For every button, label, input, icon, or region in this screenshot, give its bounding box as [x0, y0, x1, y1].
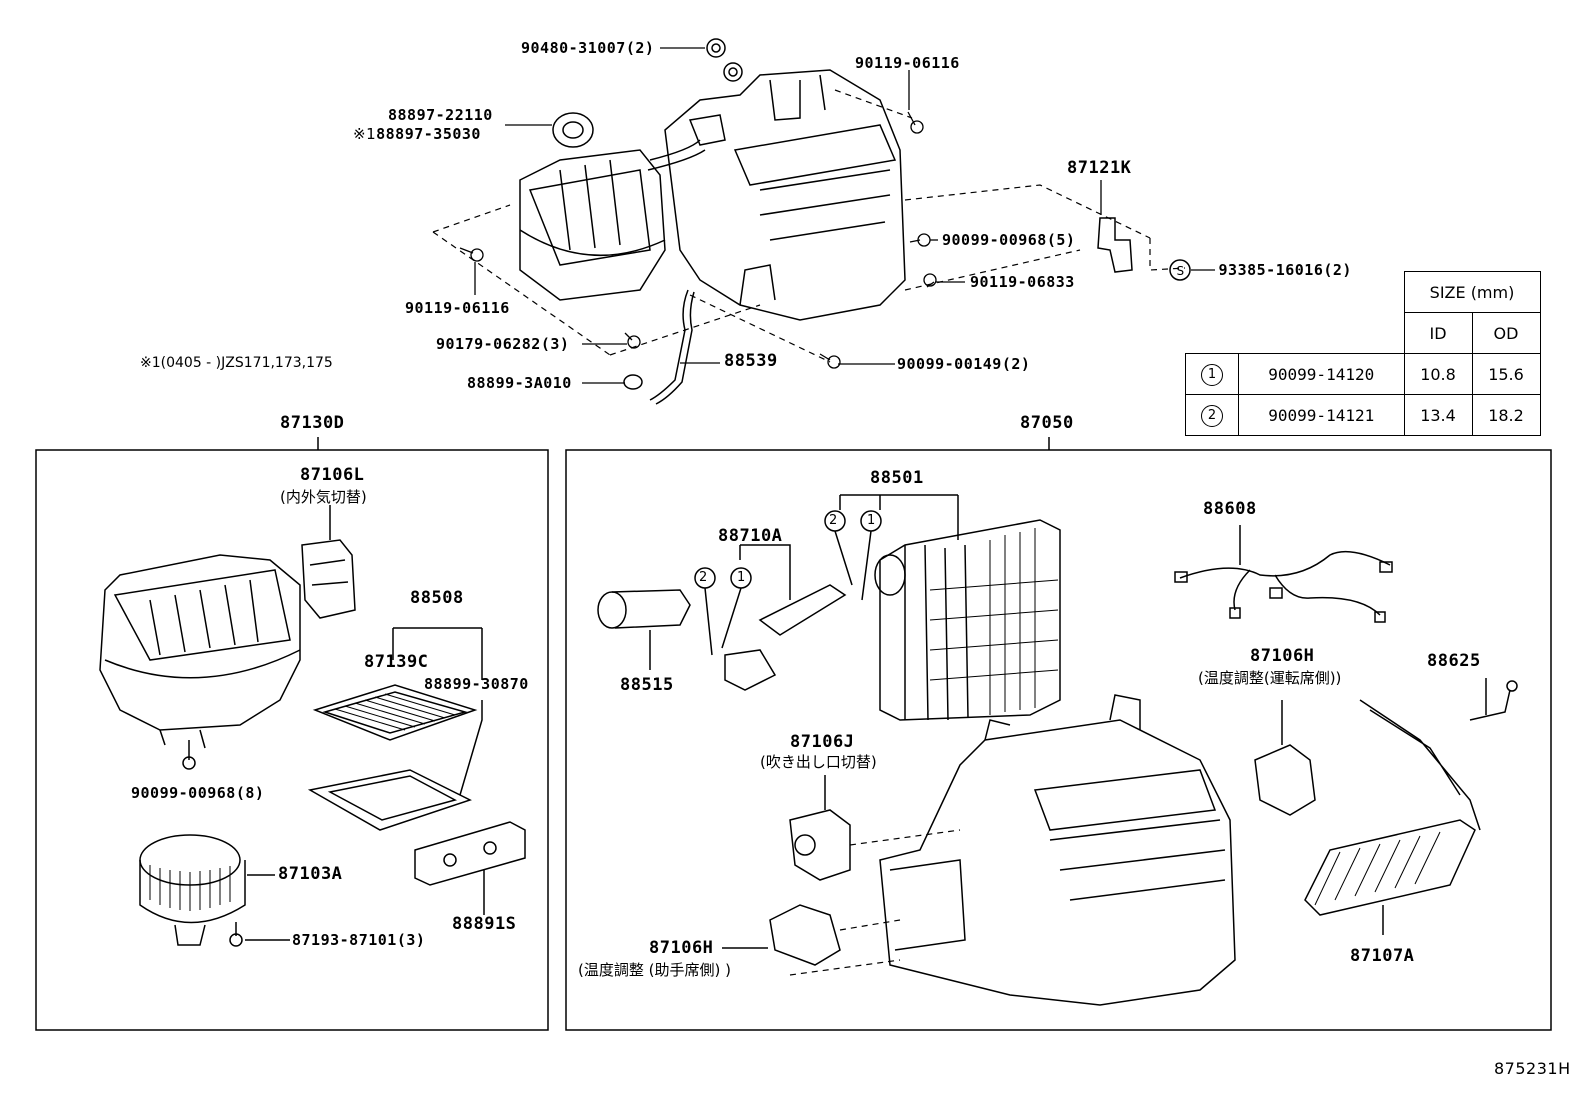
label-90119-06833: 90119-06833: [970, 273, 1075, 291]
top-hvac-assembly: [432, 38, 1215, 405]
row-id: 13.4: [1403, 394, 1473, 436]
left-box-blower-group: [35, 437, 549, 1031]
label-87106h-passenger-desc: (温度調整 (助手席側) ): [578, 961, 731, 979]
s-mark: S: [1176, 264, 1185, 278]
group-title-87130d: 87130D: [280, 413, 345, 433]
right-box-unit-group: [565, 437, 1552, 1031]
label-87103a: 87103A: [278, 864, 343, 884]
label-87193-87101: 87193-87101(3): [292, 931, 426, 949]
label-87106j: 87106J: [790, 732, 855, 752]
row-part: 90099-14121: [1238, 394, 1405, 436]
label-93385-16016: S 93385-16016(2): [1172, 261, 1352, 280]
size-table: SIZE (mm) ID OD 1 90099-14120 10.8 15.6 …: [1185, 271, 1541, 436]
label-88897-35030-number: 88897-35030: [376, 125, 481, 143]
row-id: 10.8: [1403, 353, 1473, 395]
col-id-header: ID: [1403, 312, 1473, 354]
label-88501: 88501: [870, 468, 924, 488]
label-87106h-passenger: 87106H: [649, 938, 714, 958]
note-mark-1: ※1: [353, 125, 377, 143]
label-88899-30870: 88899-30870: [424, 675, 529, 693]
label-88625: 88625: [1427, 651, 1481, 671]
row-mark: 2: [1201, 404, 1223, 427]
oring-mark-2-valve: 2: [699, 570, 708, 585]
label-87121k: 87121K: [1067, 158, 1132, 178]
label-88897-22110: 88897-22110: [388, 106, 493, 124]
label-87106h-driver: 87106H: [1250, 646, 1315, 666]
row-od: 18.2: [1471, 394, 1541, 436]
label-90119-06116-top: 90119-06116: [855, 54, 960, 72]
oring-mark-2-evap: 2: [829, 513, 838, 528]
label-88515: 88515: [620, 675, 674, 695]
size-header: SIZE (mm): [1403, 271, 1541, 313]
oring-mark-1-evap: 1: [867, 513, 876, 528]
label-88897-35030: ※188897-35030: [353, 125, 481, 143]
label-90179-06282: 90179-06282(3): [436, 335, 570, 353]
table-row: 1 90099-14120 10.8 15.6: [1185, 353, 1541, 395]
row-od: 15.6: [1471, 353, 1541, 395]
oring-mark-1-valve: 1: [737, 570, 746, 585]
label-93385-16016-number: 93385-16016(2): [1218, 261, 1352, 279]
applicability-note: ※1(0405 - )JZS171,173,175: [140, 355, 333, 371]
label-87106l-desc: (内外気切替): [280, 488, 367, 506]
group-title-87050: 87050: [1020, 413, 1074, 433]
row-part: 90099-14120: [1238, 353, 1405, 395]
label-88899-3a010: 88899-3A010: [467, 374, 572, 392]
label-88891s: 88891S: [452, 914, 517, 934]
label-87106j-desc: (吹き出し口切替): [760, 753, 877, 771]
label-87106l: 87106L: [300, 465, 365, 485]
col-od-header: OD: [1471, 312, 1541, 354]
label-90119-06116-left: 90119-06116: [405, 299, 510, 317]
label-88508: 88508: [410, 588, 464, 608]
label-90099-00968-5: 90099-00968(5): [942, 231, 1076, 249]
label-87107a: 87107A: [1350, 946, 1415, 966]
label-88539: 88539: [724, 351, 778, 371]
label-90099-00149: 90099-00149(2): [897, 355, 1031, 373]
label-90480-31007: 90480-31007(2): [521, 39, 655, 57]
label-90099-00968-8: 90099-00968(8): [131, 784, 265, 802]
label-88710a: 88710A: [718, 526, 783, 546]
label-87106h-driver-desc: (温度調整(運転席側)): [1198, 669, 1342, 687]
label-88608: 88608: [1203, 499, 1257, 519]
row-mark: 1: [1201, 363, 1223, 386]
figure-id: 875231H: [1494, 1059, 1571, 1078]
table-row: 2 90099-14121 13.4 18.2: [1185, 394, 1541, 436]
label-87139c: 87139C: [364, 652, 429, 672]
